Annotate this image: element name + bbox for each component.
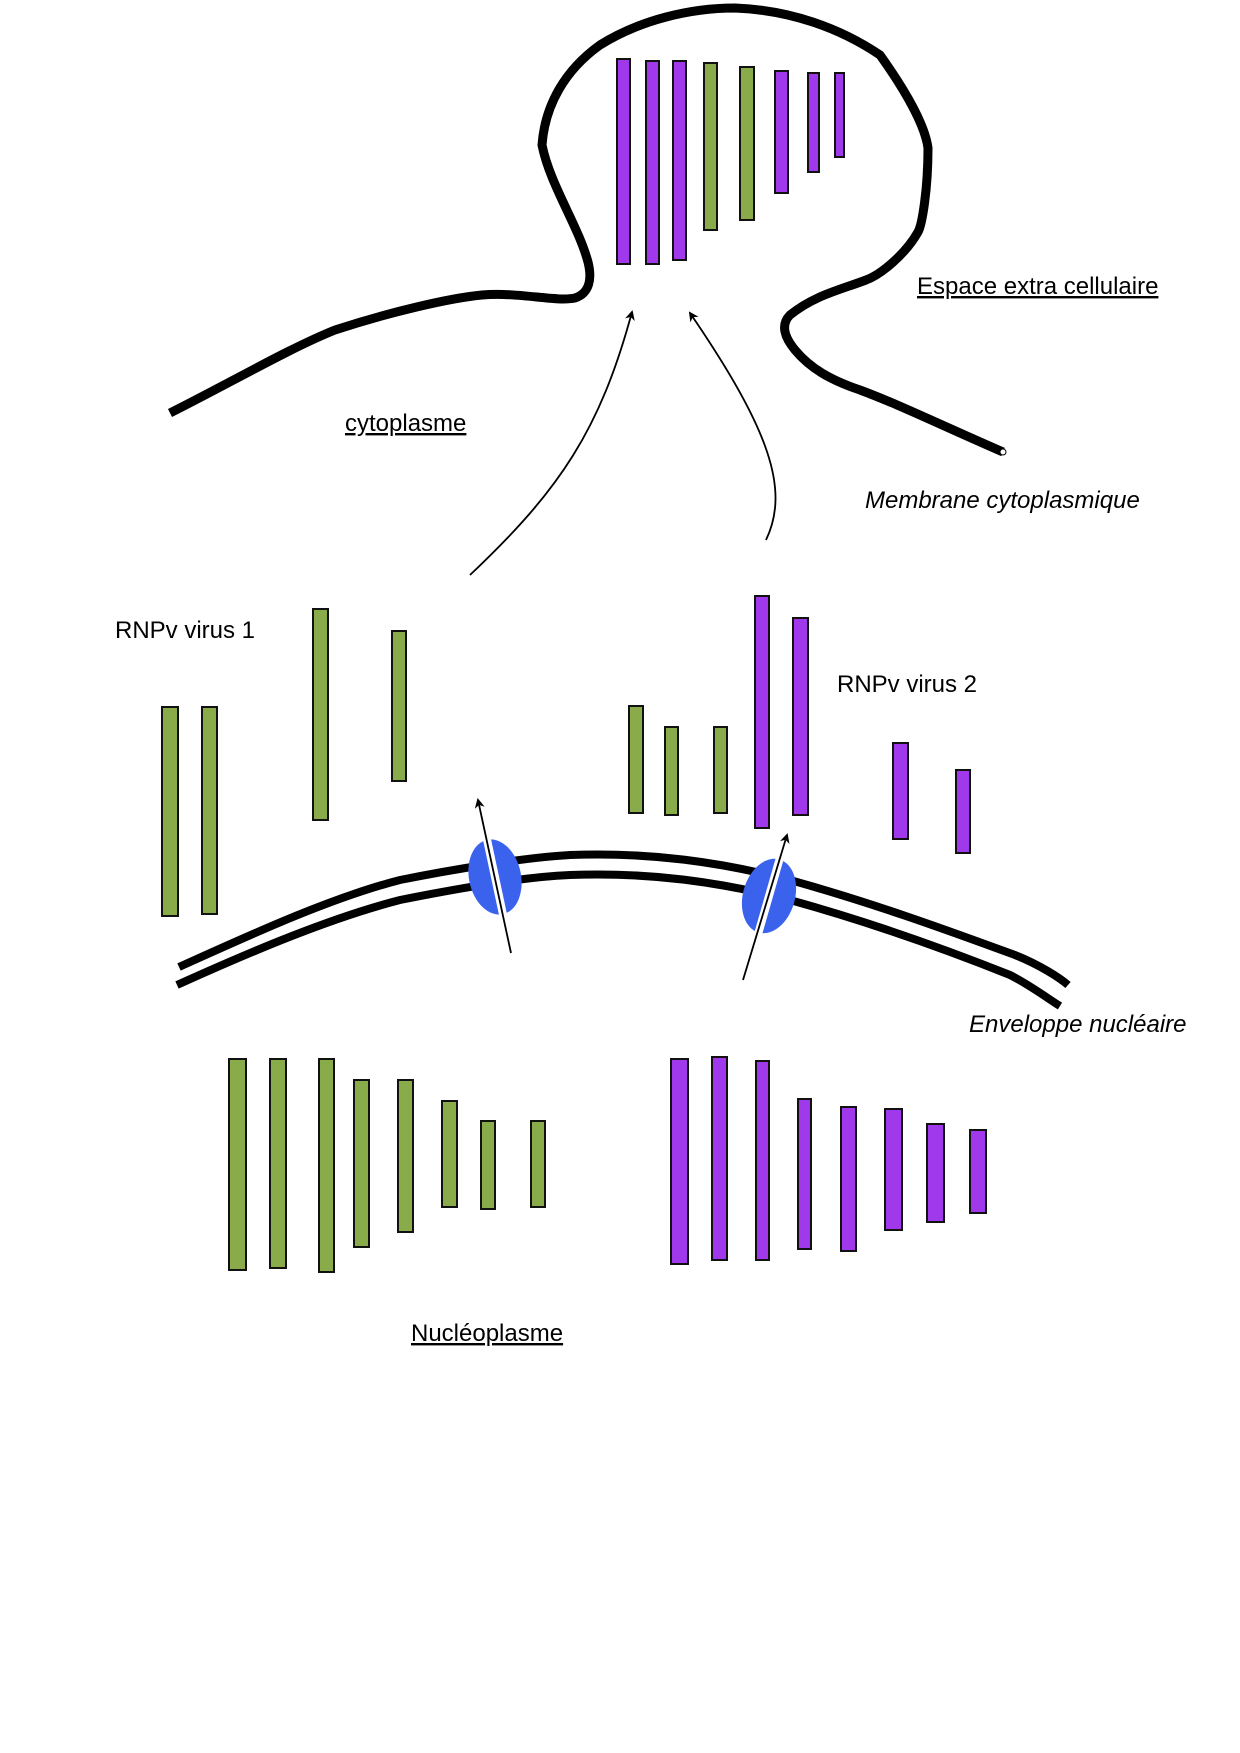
nuclear-envelope-outer	[177, 850, 1071, 989]
rnp-group-budding-virion	[616, 58, 845, 265]
rnp-segment-virus1	[397, 1079, 414, 1233]
rnp-segment-virus1	[628, 705, 644, 814]
rnp-segment-virus2	[834, 72, 845, 158]
rnp-segment-virus1	[318, 1058, 335, 1273]
rnp-segment-virus2	[807, 72, 820, 173]
rnp-segment-virus1	[480, 1120, 496, 1210]
rnp-group-cytoplasm-virus1	[161, 608, 407, 917]
rnp-group-nucleus-virus1	[228, 1058, 546, 1273]
rnp-segment-virus1	[664, 726, 679, 816]
rnp-segment-virus2	[670, 1058, 689, 1265]
rnp-segment-virus2	[969, 1129, 987, 1214]
label-nucleoplasm: Nucléoplasme	[411, 1320, 563, 1347]
label-rnpv-virus-2: RNPv virus 2	[837, 671, 977, 698]
rnp-segment-virus2	[797, 1098, 812, 1250]
rnp-segment-virus1	[353, 1079, 370, 1248]
rnp-segment-virus1	[312, 608, 329, 821]
assembly-arrow-right	[688, 311, 777, 541]
rnp-segment-virus2	[616, 58, 631, 265]
label-rnpv-virus-1: RNPv virus 1	[115, 617, 255, 644]
rnp-segment-virus2	[645, 60, 660, 265]
rnp-segment-virus2	[711, 1056, 728, 1261]
label-extracellular-space: Espace extra cellulaire	[917, 273, 1158, 300]
rnp-segment-virus1	[703, 62, 718, 231]
nuclear-envelope-inner	[175, 870, 1063, 1010]
rnp-segment-virus2	[955, 769, 971, 854]
label-plasma-membrane: Membrane cytoplasmique	[865, 487, 1140, 514]
rnp-segment-virus1	[201, 706, 218, 915]
rnp-segment-virus1	[391, 630, 407, 782]
label-nuclear-envelope: Enveloppe nucléaire	[969, 1011, 1187, 1038]
rnp-segment-virus2	[884, 1108, 903, 1231]
rnp-segment-virus2	[926, 1123, 945, 1223]
rnp-segment-virus2	[792, 617, 809, 816]
rnp-segment-virus1	[228, 1058, 247, 1271]
export-arrow-pore-2	[742, 833, 790, 981]
rnp-segment-virus2	[892, 742, 909, 840]
rnp-group-cytoplasm-mixed	[628, 595, 971, 854]
label-cytoplasm: cytoplasme	[345, 410, 466, 437]
rnp-segment-virus2	[755, 1060, 770, 1261]
rnp-segment-virus1	[161, 706, 179, 917]
assembly-arrow-left	[469, 310, 635, 576]
rnp-segment-virus2	[774, 70, 789, 194]
membrane-end-cap	[999, 448, 1007, 456]
rnp-segment-virus1	[713, 726, 728, 814]
rnp-segment-virus1	[269, 1058, 287, 1269]
rnp-segment-virus2	[672, 60, 687, 261]
rnp-segment-virus2	[754, 595, 770, 829]
export-arrow-pore-1	[474, 798, 512, 954]
plasma-membrane	[167, 3, 1005, 457]
rnp-group-nucleus-virus2	[670, 1056, 987, 1265]
rnp-segment-virus1	[441, 1100, 458, 1208]
rnp-segment-virus1	[530, 1120, 546, 1208]
rnp-segment-virus1	[739, 66, 755, 221]
rnp-segment-virus2	[840, 1106, 857, 1252]
